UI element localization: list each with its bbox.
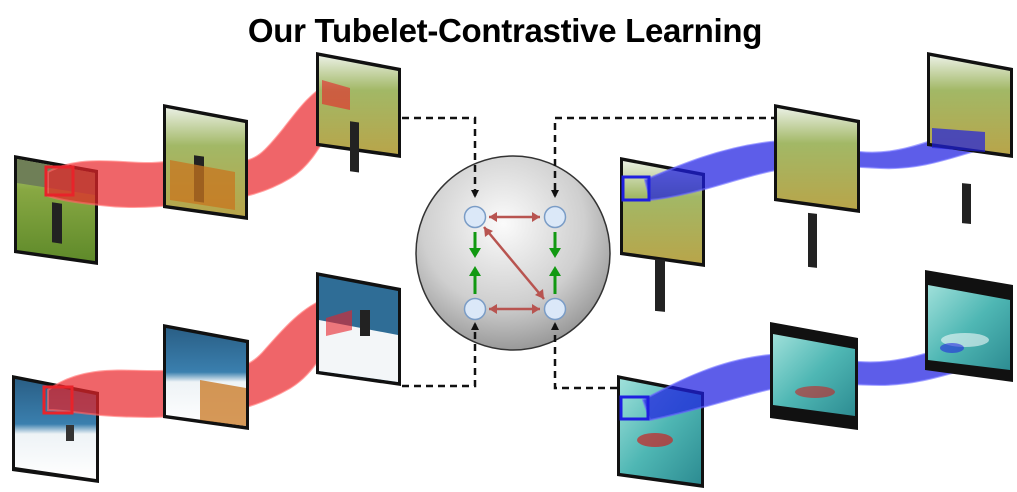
connector-left-top [402,116,479,198]
left-top-bbox [44,165,75,197]
left-bottom-bbox [42,385,74,415]
embedding-nodes [463,205,567,321]
left-bottom-video-stack [12,272,401,483]
swim-frame-r2 [770,322,858,430]
left-top-video-stack [14,52,401,265]
golf-frame-r2 [774,104,860,268]
node-top-right [543,205,567,229]
node-bottom-left [463,297,487,321]
dashed-connectors [402,116,778,390]
swim-frame-r3 [925,270,1013,382]
positive-arrow-right-up [549,266,561,294]
right-top-bbox [621,175,651,202]
connector-left-bottom [402,322,479,388]
negative-arrow-bottom [489,304,540,314]
positive-arrow-left-up [469,266,481,294]
node-bottom-right [543,297,567,321]
right-top-video-stack [620,52,1013,312]
right-bottom-bbox [619,395,650,421]
negative-arrow-diagonal [483,226,545,300]
connector-right-top [551,116,778,198]
contrastive-arrows [469,212,561,314]
positive-arrow-left-down [469,232,481,258]
golf-frame-3 [316,52,401,173]
positive-arrow-right-down [549,232,561,258]
right-bottom-video-stack [617,270,1013,488]
golf-frame-r3 [927,52,1013,225]
connector-right-bottom [551,322,617,390]
contrastive-sphere [415,155,611,351]
golf-frame-2 [163,104,248,220]
node-top-left [463,205,487,229]
diagram-title: Our Tubelet-Contrastive Learning [247,12,763,49]
ski-frame-2 [163,324,249,430]
negative-arrow-top [489,212,540,222]
ski-frame-3 [316,272,401,386]
